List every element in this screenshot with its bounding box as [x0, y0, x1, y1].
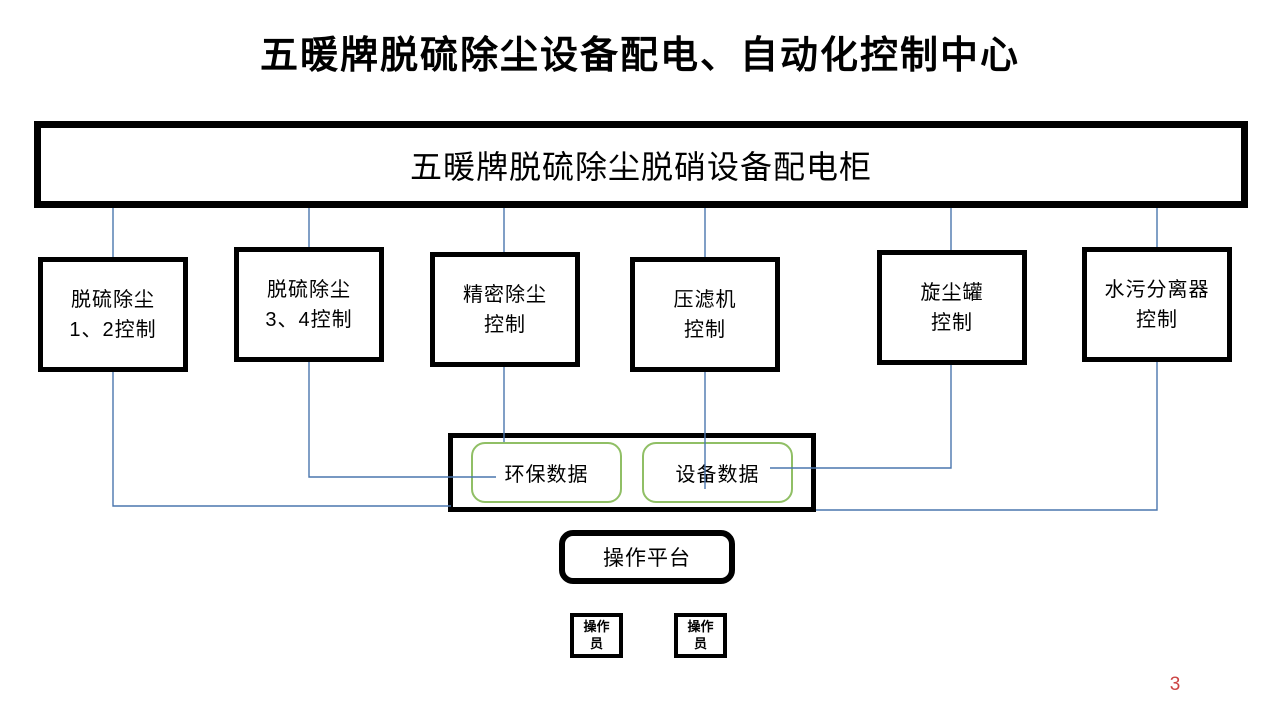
control-unit-desulfurization-3-4: 脱硫除尘 3、4控制 [234, 247, 384, 362]
operation-platform-box: 操作平台 [559, 530, 735, 584]
data-item-label: 环保数据 [504, 464, 589, 486]
control-unit-label-line1: 脱硫除尘 [71, 288, 155, 311]
operator-box-2: 操作员 [674, 613, 727, 658]
data-item-environmental: 环保数据 [471, 442, 622, 503]
data-panel-box: 环保数据 设备数据 [448, 433, 816, 512]
control-unit-label-line2: 3、4控制 [265, 308, 353, 331]
control-unit-label-line1: 旋尘罐 [920, 281, 984, 304]
operator-label: 操作员 [687, 619, 714, 651]
operation-platform-label: 操作平台 [603, 547, 691, 570]
control-unit-label-line1: 压滤机 [673, 288, 737, 311]
connector-unit6-to-datapanel [816, 362, 1158, 511]
control-unit-label-line2: 控制 [484, 313, 526, 336]
control-unit-label-line1: 精密除尘 [463, 283, 547, 306]
operator-label: 操作员 [583, 619, 610, 651]
page-number: 3 [1169, 674, 1181, 695]
data-item-label: 设备数据 [675, 464, 760, 486]
cabinet-box: 五暖牌脱硫除尘脱硝设备配电柜 [34, 121, 1248, 208]
slide-title: 五暖牌脱硫除尘设备配电、自动化控制中心 [259, 35, 1020, 77]
cabinet-label: 五暖牌脱硫除尘脱硝设备配电柜 [409, 148, 872, 185]
control-unit-water-separator: 水污分离器 控制 [1082, 247, 1232, 362]
control-unit-cyclone-tank: 旋尘罐 控制 [877, 250, 1027, 365]
control-unit-desulfurization-1-2: 脱硫除尘 1、2控制 [38, 257, 188, 372]
control-unit-label-line2: 控制 [931, 311, 973, 334]
operator-box-1: 操作员 [570, 613, 623, 658]
connector-unit1-to-datapanel [112, 372, 451, 507]
control-unit-label-line1: 水污分离器 [1104, 278, 1210, 301]
data-item-equipment: 设备数据 [642, 442, 793, 503]
control-unit-label-line2: 1、2控制 [69, 318, 157, 341]
control-unit-filter-press: 压滤机 控制 [630, 257, 780, 372]
control-unit-label-line1: 脱硫除尘 [267, 278, 351, 301]
control-unit-precision-dust: 精密除尘 控制 [430, 252, 580, 367]
control-unit-label-line2: 控制 [1136, 308, 1178, 331]
control-unit-label-line2: 控制 [684, 318, 726, 341]
